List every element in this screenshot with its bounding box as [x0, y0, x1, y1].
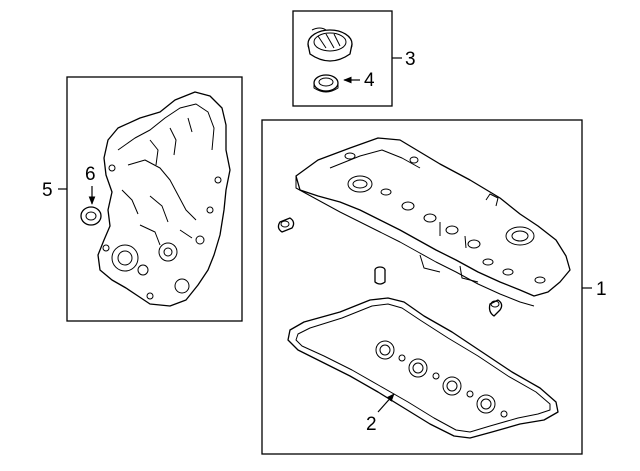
callout-5: 5: [42, 180, 53, 201]
valve-cover-box: [261, 119, 583, 455]
spark-plug-tube-right[interactable]: [488, 299, 503, 317]
timing-chain-cover[interactable]: [97, 91, 231, 307]
spark-plug-tube-left[interactable]: [277, 217, 295, 233]
oil-filler-cap[interactable]: [307, 27, 353, 62]
callout-1: 1: [596, 279, 607, 300]
callout-6: 6: [85, 164, 96, 185]
callout-2: 2: [366, 414, 377, 435]
callout-3: 3: [405, 49, 416, 70]
cylinder-head-cover[interactable]: [295, 137, 571, 307]
valve-cover-gasket[interactable]: [287, 297, 559, 439]
leader-2: [377, 393, 395, 413]
cap-seal[interactable]: [313, 74, 339, 93]
spark-plug-tube-center[interactable]: [374, 266, 386, 285]
callout-4: 4: [364, 70, 375, 91]
timing-cover-box: [66, 76, 243, 322]
cover-oil-seal[interactable]: [80, 206, 102, 226]
